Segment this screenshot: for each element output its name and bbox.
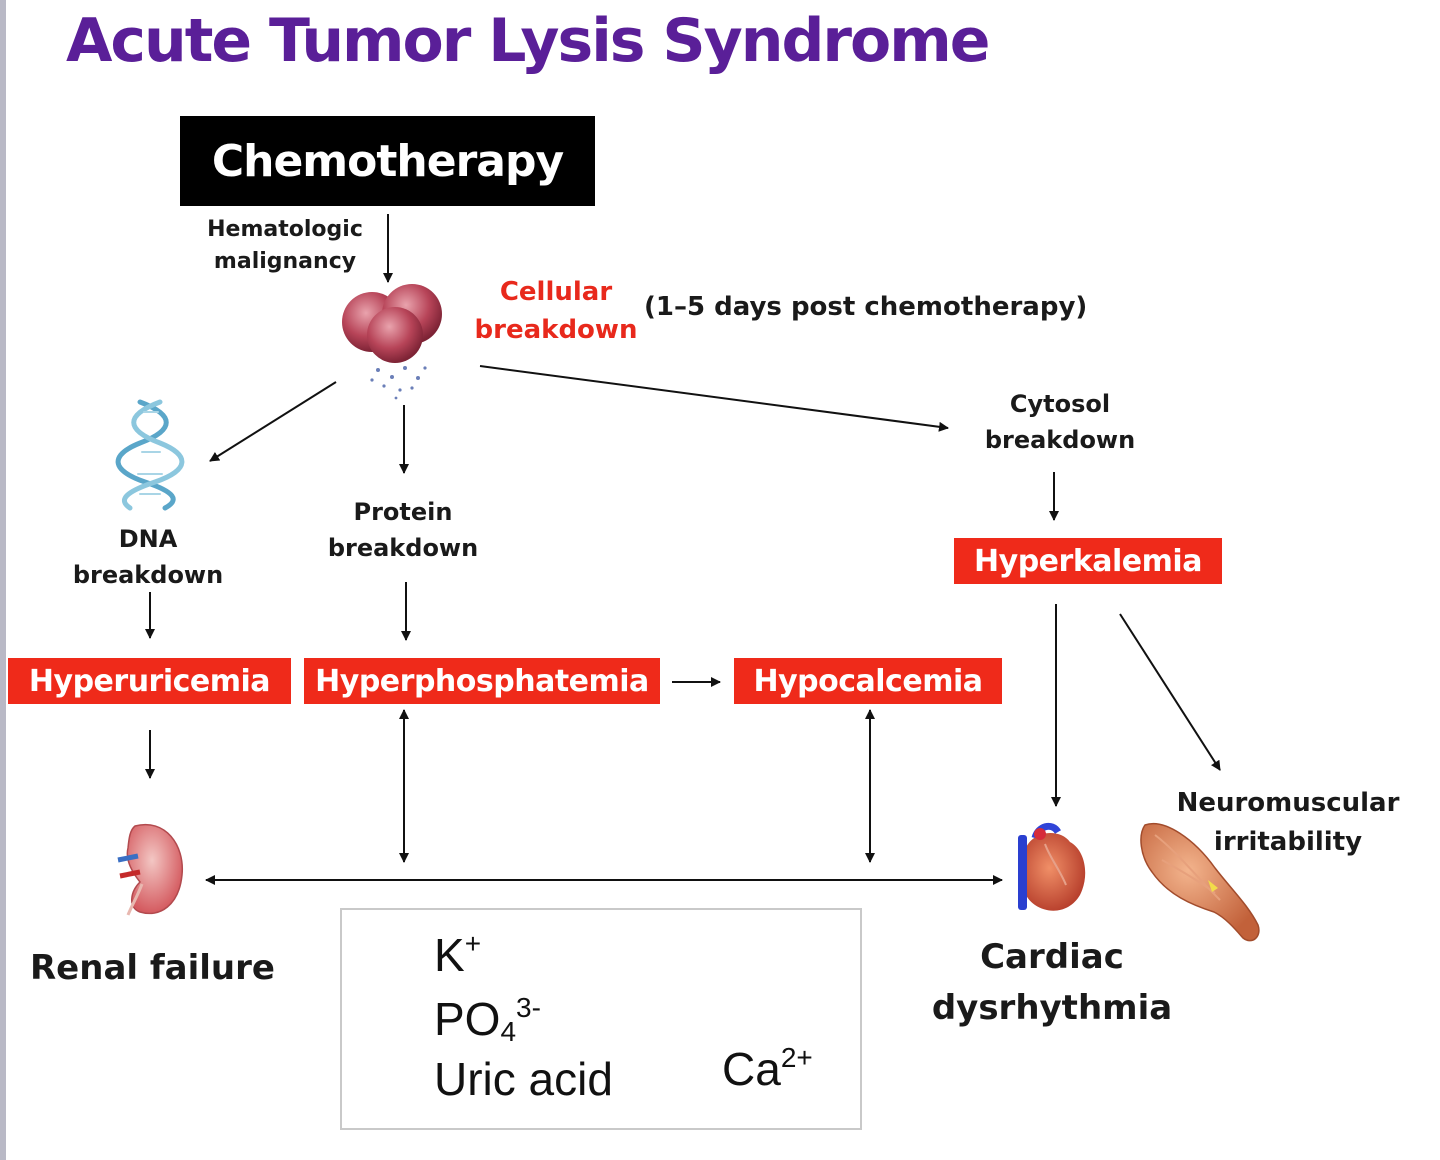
phosphate-subscript: 4 <box>500 1016 517 1047</box>
cytosol-line1: Cytosol <box>1009 390 1111 418</box>
cellular-line2: breakdown <box>474 314 638 345</box>
cell-cluster-icon <box>342 284 442 400</box>
chemotherapy-box: Chemotherapy <box>180 116 595 206</box>
hematologic-malignancy-label: Hematologic malignancy <box>200 214 370 278</box>
left-edge-bar <box>0 0 6 1160</box>
cardiac-dysrhythmia-label: Cardiac dysrhythmia <box>918 932 1186 1034</box>
protein-breakdown-label: Protein breakdown <box>318 494 488 566</box>
heart-icon <box>1018 822 1086 911</box>
protein-line1: Protein <box>353 498 453 526</box>
renal-failure-label: Renal failure <box>30 948 275 988</box>
potassium-increase-label: K+ <box>434 928 482 981</box>
cellular-line1: Cellular <box>499 277 613 307</box>
hematologic-line2: malignancy <box>213 248 357 274</box>
potassium-symbol: K <box>434 929 465 981</box>
cardiac-line2: dysrhythmia <box>931 988 1173 1028</box>
phosphate-symbol: PO <box>434 993 501 1045</box>
neuromuscular-line1: Neuromuscular <box>1176 788 1400 818</box>
calcium-decrease-label: Ca2+ <box>722 1042 813 1095</box>
arrow-cell-to-dna <box>209 381 337 462</box>
dna-line1: DNA <box>118 525 178 553</box>
dna-breakdown-label: DNA breakdown <box>60 521 236 593</box>
potassium-charge: + <box>464 928 482 959</box>
kidney-icon <box>117 823 183 916</box>
cellular-breakdown-label: Cellular breakdown <box>466 274 646 349</box>
calcium-symbol: Ca <box>722 1043 781 1095</box>
cardiac-line1: Cardiac <box>980 937 1124 977</box>
hyperkalemia-box: Hyperkalemia <box>954 538 1222 584</box>
hypocalcemia-box: Hypocalcemia <box>734 658 1002 704</box>
uric-acid-increase-label: Uric acid <box>434 1053 613 1105</box>
arrow-cell-to-cytosol <box>479 365 949 432</box>
phosphate-charge: 3- <box>516 992 541 1023</box>
neuromuscular-irritability-label: Neuromuscular irritability <box>1170 784 1406 862</box>
electrolyte-summary-box <box>340 908 862 1130</box>
phosphate-increase-label: PO43- <box>434 994 541 1046</box>
calcium-charge: 2+ <box>780 1042 813 1073</box>
arrow-hyperkalemia-to-neuromuscular <box>1119 613 1221 771</box>
protein-line2: breakdown <box>327 534 479 562</box>
hyperphosphatemia-box: Hyperphosphatemia <box>304 658 660 704</box>
hematologic-line1: Hematologic <box>207 217 363 242</box>
muscle-icon <box>1140 822 1260 942</box>
timing-note: (1–5 days post chemotherapy) <box>644 292 1088 322</box>
cytosol-line2: breakdown <box>984 426 1136 454</box>
dna-helix-icon <box>115 399 185 511</box>
hyperuricemia-box: Hyperuricemia <box>8 658 291 704</box>
cytosol-breakdown-label: Cytosol breakdown <box>975 386 1145 458</box>
neuromuscular-line2: irritability <box>1213 827 1363 857</box>
dna-line2: breakdown <box>72 561 224 589</box>
page-title: Acute Tumor Lysis Syndrome <box>66 6 990 76</box>
